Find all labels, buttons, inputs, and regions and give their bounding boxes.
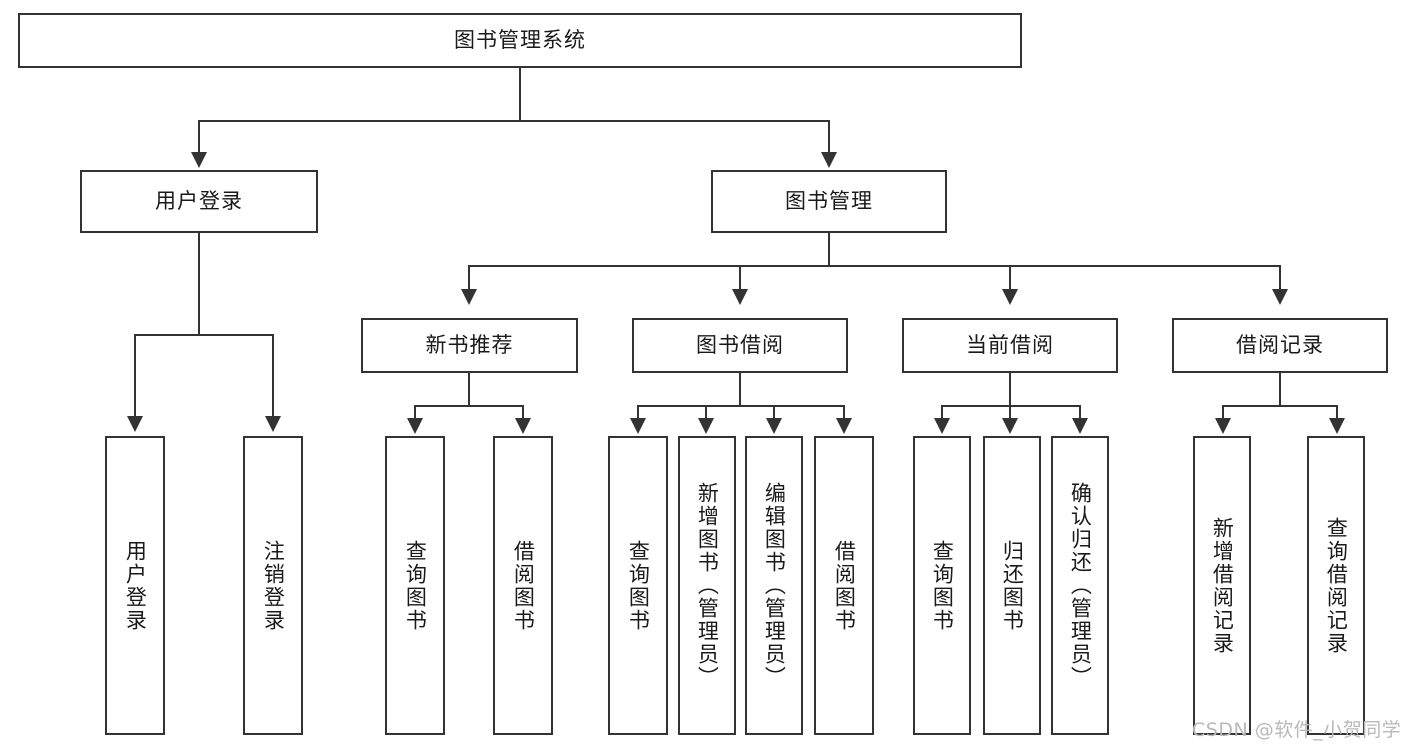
leaf-add-record-label: 新增借阅记录 — [1210, 516, 1235, 655]
csdn-watermark: CSDN @软件_小贺同学 — [1192, 719, 1402, 741]
node-new-book-recommend[interactable]: 新书推荐 — [361, 318, 578, 373]
edge-new-book-to-leaf-2 — [522, 405, 524, 419]
leaf-confirm-return-label: 确认归还（管理员） — [1068, 482, 1093, 689]
leaf-confirm-return[interactable]: 确认归还（管理员） — [1051, 436, 1109, 735]
edge-bm-to-borrow-record — [1279, 265, 1281, 289]
edge-bm-to-book-borrow — [739, 265, 741, 289]
node-current-borrow-label: 当前借阅 — [966, 332, 1054, 357]
edge-book-borrow-stem — [739, 373, 741, 406]
node-user-login[interactable]: 用户登录 — [80, 170, 318, 233]
leaf-user-login-label: 用户登录 — [123, 539, 148, 632]
edge-bm-to-new-book — [468, 265, 470, 289]
edge-book-borrow-to-leaf-2 — [705, 405, 707, 419]
edge-new-book-to-leaf-1 — [414, 405, 416, 419]
leaf-add-book[interactable]: 新增图书（管理员） — [678, 436, 736, 735]
edge-new-book-stem — [468, 373, 470, 406]
edge-new-book-bus — [414, 405, 524, 407]
node-book-management[interactable]: 图书管理 — [711, 170, 947, 233]
edge-root-bus — [198, 120, 830, 122]
edge-book-management-bus — [468, 265, 1280, 267]
node-book-borrow-label: 图书借阅 — [696, 332, 784, 357]
arrow-book-borrow-to-leaf-2 — [698, 418, 714, 434]
edge-borrow-record-stem — [1279, 373, 1281, 406]
leaf-borrow-book-2-label: 借阅图书 — [832, 539, 857, 632]
node-book-borrow[interactable]: 图书借阅 — [632, 318, 848, 373]
leaf-return-book[interactable]: 归还图书 — [983, 436, 1041, 735]
arrow-current-borrow-to-leaf-3 — [1072, 418, 1088, 434]
edge-current-borrow-to-leaf-1 — [941, 405, 943, 419]
edge-current-borrow-stem — [1009, 373, 1011, 406]
edge-current-borrow-bus — [941, 405, 1081, 407]
edge-book-borrow-to-leaf-4 — [843, 405, 845, 419]
arrow-borrow-record-to-leaf-1 — [1215, 418, 1231, 434]
leaf-query-book-1-label: 查询图书 — [403, 539, 428, 632]
leaf-query-book-2[interactable]: 查询图书 — [608, 436, 668, 735]
arrow-root-to-user-login — [191, 152, 207, 168]
arrow-user-login-to-leaf-2 — [265, 416, 281, 432]
edge-borrow-record-to-leaf-1 — [1222, 405, 1224, 419]
arrow-current-borrow-to-leaf-2 — [1002, 418, 1018, 434]
leaf-query-book-2-label: 查询图书 — [626, 539, 651, 632]
arrow-book-borrow-to-leaf-1 — [630, 418, 646, 434]
edge-bm-to-current-borrow — [1009, 265, 1011, 289]
node-book-management-label: 图书管理 — [785, 188, 873, 213]
edge-current-borrow-to-leaf-3 — [1079, 405, 1081, 419]
edge-borrow-record-bus — [1222, 405, 1338, 407]
node-borrow-record-label: 借阅记录 — [1236, 332, 1324, 357]
arrow-bm-to-borrow-record — [1272, 289, 1288, 305]
edge-book-borrow-bus — [637, 405, 845, 407]
arrow-user-login-to-leaf-1 — [127, 416, 143, 432]
arrow-bm-to-book-borrow — [732, 289, 748, 305]
arrow-bm-to-current-borrow — [1002, 289, 1018, 305]
node-borrow-record[interactable]: 借阅记录 — [1172, 318, 1388, 373]
edge-current-borrow-to-leaf-2 — [1009, 405, 1011, 419]
edge-user-login-bus — [134, 334, 274, 336]
node-root[interactable]: 图书管理系统 — [18, 13, 1022, 68]
edge-root-to-user-login — [198, 120, 200, 152]
node-new-book-recommend-label: 新书推荐 — [425, 332, 514, 357]
edge-borrow-record-to-leaf-2 — [1336, 405, 1338, 419]
arrow-current-borrow-to-leaf-1 — [934, 418, 950, 434]
leaf-query-book-3-label: 查询图书 — [930, 539, 955, 632]
arrow-root-to-book-management — [821, 152, 837, 168]
leaf-user-login[interactable]: 用户登录 — [105, 436, 165, 735]
arrow-borrow-record-to-leaf-2 — [1329, 418, 1345, 434]
arrow-book-borrow-to-leaf-3 — [766, 418, 782, 434]
edge-book-borrow-to-leaf-1 — [637, 405, 639, 419]
leaf-query-record-label: 查询借阅记录 — [1324, 516, 1349, 655]
arrow-book-borrow-to-leaf-4 — [836, 418, 852, 434]
edge-book-management-stem — [828, 233, 830, 266]
leaf-return-book-label: 归还图书 — [1000, 539, 1025, 632]
leaf-borrow-book-1[interactable]: 借阅图书 — [493, 436, 553, 735]
node-user-login-label: 用户登录 — [155, 188, 243, 213]
node-current-borrow[interactable]: 当前借阅 — [902, 318, 1118, 373]
edge-user-login-to-leaf-2 — [272, 334, 274, 416]
leaf-edit-book-label: 编辑图书（管理员） — [762, 482, 787, 689]
leaf-borrow-book-1-label: 借阅图书 — [511, 539, 536, 632]
leaf-edit-book[interactable]: 编辑图书（管理员） — [745, 436, 803, 735]
leaf-query-record[interactable]: 查询借阅记录 — [1307, 436, 1365, 735]
leaf-add-record[interactable]: 新增借阅记录 — [1193, 436, 1251, 735]
edge-root-to-book-management — [828, 120, 830, 152]
leaf-borrow-book-2[interactable]: 借阅图书 — [814, 436, 874, 735]
leaf-query-book-3[interactable]: 查询图书 — [913, 436, 971, 735]
edge-book-borrow-to-leaf-3 — [773, 405, 775, 419]
edge-user-login-to-leaf-1 — [134, 334, 136, 416]
leaf-logout-login[interactable]: 注销登录 — [243, 436, 303, 735]
arrow-new-book-to-leaf-1 — [407, 418, 423, 434]
node-root-label: 图书管理系统 — [454, 27, 586, 52]
leaf-query-book-1[interactable]: 查询图书 — [385, 436, 445, 735]
edge-user-login-stem — [198, 233, 200, 335]
leaf-add-book-label: 新增图书（管理员） — [695, 482, 720, 689]
edge-root-stem — [519, 68, 521, 121]
arrow-bm-to-new-book — [461, 289, 477, 305]
leaf-logout-login-label: 注销登录 — [261, 539, 286, 632]
arrow-new-book-to-leaf-2 — [515, 418, 531, 434]
